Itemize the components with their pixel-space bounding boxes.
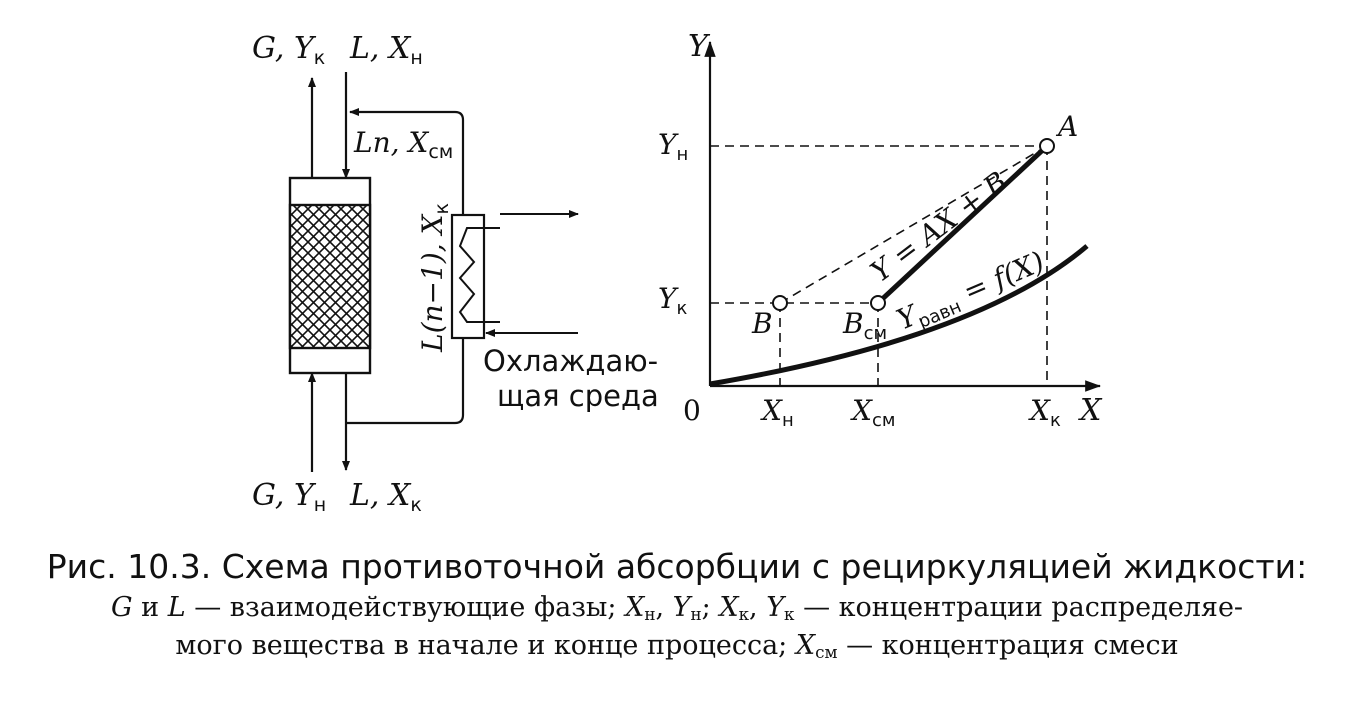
caption-line-1: G и L — взаимодействующие фазы; Xн, Yн; …: [0, 589, 1354, 627]
x-tick-xk: Xк: [1028, 394, 1061, 431]
caption-segment: L: [167, 592, 186, 623]
caption-segment: G: [110, 592, 133, 623]
caption-segment: и: [132, 592, 168, 623]
cooling-medium-label-1: Охлаждаю-: [483, 344, 658, 378]
top-left-label: G, Yк: [252, 31, 325, 69]
point-a: [1039, 138, 1055, 154]
caption-segment: — взаимодействующие фазы;: [185, 592, 626, 623]
absorption-figure: G, Yк L, Xн Ln, Xсм G, Yн L, Xк L(n−1), …: [252, 29, 1103, 516]
recycle-label: Ln, Xсм: [353, 126, 453, 163]
caption-segment: — концентрация смеси: [837, 630, 1179, 661]
recycle-line-upper: [349, 108, 465, 215]
point-b-label: B: [751, 307, 773, 340]
caption-segment: X: [795, 630, 816, 661]
origin-label: 0: [683, 394, 701, 427]
caption-line-2: мого вещества в начале и конце процесса;…: [0, 627, 1354, 665]
equilibrium-curve: [709, 244, 1089, 387]
point-b: [772, 295, 788, 311]
caption-segment: Y: [672, 592, 691, 623]
caption-segment: ;: [701, 592, 720, 623]
caption-segment: к: [738, 604, 750, 625]
bypass-label: L(n−1), Xк: [416, 203, 453, 353]
column-scheme: G, Yк L, Xн Ln, Xсм G, Yн L, Xк L(n−1), …: [252, 31, 659, 516]
heat-exchanger: [450, 213, 486, 340]
operating-line: [876, 144, 1049, 305]
yx-graph: Y X 0 Yн Yк Xн Xсм Xк A B Bсм Y = AX + B…: [658, 29, 1103, 431]
caption-title: Рис. 10.3. Схема противоточной абсорбции…: [46, 547, 1308, 586]
y-tick-yn: Yн: [658, 128, 688, 165]
x-tick-xsm: Xсм: [850, 394, 895, 431]
cooling-coil-icon: [458, 227, 500, 323]
caption-segment: мого вещества в начале и конце процесса;: [175, 630, 796, 661]
figure-caption: Рис. 10.3. Схема противоточной абсорбции…: [0, 545, 1354, 665]
point-b-mix-label: Bсм: [842, 307, 887, 344]
y-tick-yk: Yк: [658, 282, 687, 319]
x-tick-xn: Xн: [760, 394, 794, 431]
caption-segment: к: [784, 604, 795, 625]
caption-segment: Y: [766, 592, 785, 623]
bottom-left-label: G, Yн: [252, 478, 326, 516]
cooling-medium-label-2: щая среда: [497, 379, 659, 413]
top-right-label: L, Xн: [349, 31, 423, 69]
caption-segment: н: [690, 604, 702, 625]
column-packing: [288, 203, 372, 350]
point-a-label: A: [1055, 110, 1078, 143]
caption-segment: — концентрации распределяе-: [794, 592, 1244, 623]
bottom-right-label: L, Xк: [349, 478, 422, 516]
x-axis-label: X: [1078, 393, 1103, 428]
caption-segment: н: [644, 604, 656, 625]
recycle-line: [346, 338, 465, 425]
caption-segment: ,: [655, 592, 673, 623]
guide-b-to-a: [779, 145, 1048, 304]
point-b-mix: [870, 295, 886, 311]
caption-segment: ,: [749, 592, 767, 623]
caption-segment: X: [719, 592, 739, 623]
y-axis-label: Y: [688, 29, 711, 64]
caption-segment: см: [815, 642, 838, 663]
caption-segment: X: [625, 592, 645, 623]
